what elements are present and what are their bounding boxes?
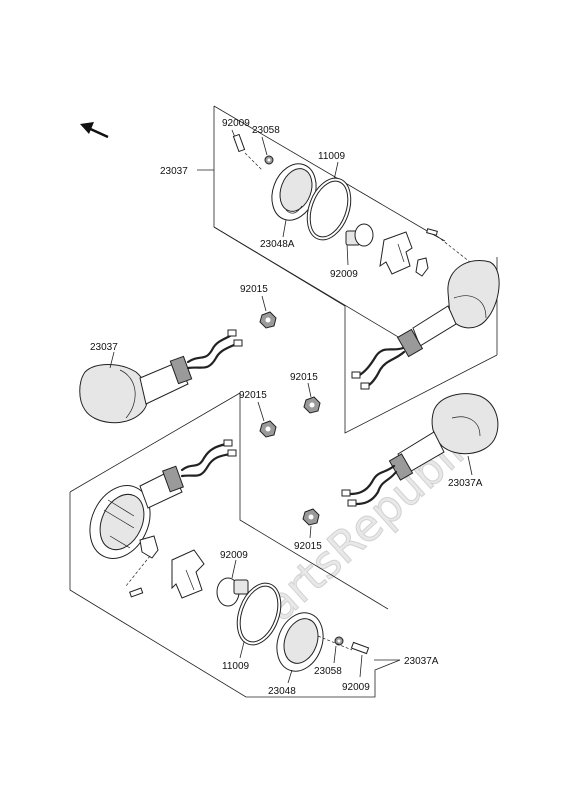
oring-11009-bottom bbox=[236, 582, 282, 659]
turn-signal-right bbox=[341, 393, 499, 507]
label-23058-top: 23058 bbox=[252, 125, 280, 136]
oring-11009-top bbox=[306, 161, 352, 241]
label-23048: 23048 bbox=[268, 686, 296, 697]
washer-23058-bottom bbox=[333, 636, 344, 664]
label-92015-c: 92015 bbox=[239, 390, 267, 401]
nut-92015-d bbox=[302, 508, 320, 539]
label-92009-bulb-top: 92009 bbox=[330, 269, 358, 280]
label-92015-a: 92015 bbox=[240, 284, 268, 295]
label-23037-left: 23037 bbox=[90, 342, 118, 353]
direction-arrow-icon bbox=[80, 122, 109, 139]
label-92015-d: 92015 bbox=[294, 541, 322, 552]
washer-23058-top bbox=[261, 136, 274, 165]
label-23037A-bot: 23037A bbox=[404, 656, 439, 667]
socket-bracket-bottom bbox=[171, 549, 205, 599]
bottom-assembly-outline bbox=[69, 392, 401, 698]
turn-signal-top-right bbox=[351, 260, 500, 390]
label-23037-top: 23037 bbox=[160, 166, 188, 177]
label-92009-top: 92009 bbox=[222, 118, 250, 129]
label-23037A-right: 23037A bbox=[448, 478, 483, 489]
screw-92009-top bbox=[231, 129, 263, 171]
label-23058-bot: 23058 bbox=[314, 666, 342, 677]
screw-92009-bottom bbox=[317, 635, 370, 678]
socket-bracket-top bbox=[379, 228, 471, 277]
bulb-92009-top bbox=[345, 223, 374, 266]
nut-92015-b bbox=[303, 382, 321, 414]
nut-92015-a bbox=[259, 295, 277, 329]
turn-signal-left bbox=[79, 329, 243, 424]
label-23048A: 23048A bbox=[260, 239, 295, 250]
bulb-92009-bottom bbox=[216, 559, 249, 607]
label-11009-top: 11009 bbox=[318, 151, 346, 162]
lens-23048-bottom bbox=[276, 612, 324, 684]
label-11009-bot: 11009 bbox=[222, 661, 250, 672]
label-92009-bot: 92009 bbox=[342, 682, 370, 693]
lens-23048A-top bbox=[271, 163, 317, 238]
label-92009-bulb-bot: 92009 bbox=[220, 550, 248, 561]
clip-bottom bbox=[125, 535, 159, 598]
signal-housing-bottom bbox=[89, 439, 237, 559]
label-92015-b: 92015 bbox=[290, 372, 318, 383]
nut-92015-c bbox=[257, 401, 277, 438]
